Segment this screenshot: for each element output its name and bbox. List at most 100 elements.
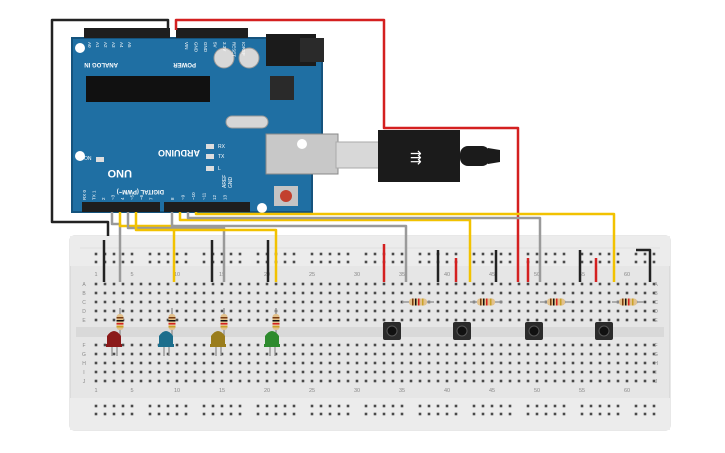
hole — [616, 404, 620, 408]
hole — [274, 361, 278, 365]
hole — [112, 404, 116, 408]
push-button[interactable] — [383, 322, 401, 340]
hole — [634, 370, 638, 374]
hole — [112, 282, 116, 286]
hole — [445, 352, 449, 356]
hole — [517, 370, 521, 374]
hole — [112, 252, 116, 256]
hole — [553, 260, 557, 264]
hole — [517, 379, 521, 383]
hole — [193, 309, 197, 313]
hole — [589, 379, 593, 383]
hole — [355, 352, 359, 356]
hole — [373, 370, 377, 374]
hole — [634, 252, 638, 256]
hole — [94, 291, 98, 295]
resistor — [402, 298, 434, 306]
hole — [184, 260, 188, 264]
hole — [463, 318, 467, 322]
hole — [535, 370, 539, 374]
hole — [463, 282, 467, 286]
header-pin-label: A0 — [87, 42, 92, 48]
hole — [499, 291, 503, 295]
gnd-label: GND — [228, 177, 234, 189]
analog-in-label: ANALOG IN — [84, 61, 118, 67]
hole — [463, 291, 467, 295]
hole — [445, 282, 449, 286]
hole — [589, 404, 593, 408]
hole — [184, 318, 188, 322]
hole — [175, 352, 179, 356]
hole — [319, 352, 323, 356]
resistor — [612, 298, 644, 306]
hole — [607, 291, 611, 295]
hole — [472, 282, 476, 286]
usb-symbol-icon: ⇶ — [410, 149, 422, 165]
hole — [193, 370, 197, 374]
hole — [544, 282, 548, 286]
hole — [202, 412, 206, 416]
push-button[interactable] — [525, 322, 543, 340]
hole — [94, 300, 98, 304]
digital-pin-label: 8 — [170, 197, 175, 200]
led-yellow — [210, 331, 226, 356]
hole — [463, 370, 467, 374]
hole — [274, 291, 278, 295]
hole — [130, 379, 134, 383]
hole — [463, 343, 467, 347]
hole — [157, 412, 161, 416]
hole — [130, 300, 134, 304]
hole — [364, 282, 368, 286]
hole — [175, 361, 179, 365]
push-button[interactable] — [595, 322, 613, 340]
hole — [166, 404, 170, 408]
column-number: 60 — [624, 272, 630, 278]
hole — [355, 309, 359, 313]
push-button[interactable] — [453, 322, 471, 340]
hole — [400, 404, 404, 408]
hole — [139, 318, 143, 322]
hole — [175, 252, 179, 256]
hole — [598, 252, 602, 256]
hole — [346, 404, 350, 408]
hole — [247, 370, 251, 374]
breadboard-column-numbers: 1155101015152020252530303535404045455050… — [94, 272, 630, 394]
column-number: 55 — [579, 388, 585, 394]
hole — [148, 291, 152, 295]
hole — [211, 404, 215, 408]
hole — [373, 252, 377, 256]
hole — [400, 318, 404, 322]
hole — [535, 282, 539, 286]
hole — [589, 318, 593, 322]
hole — [553, 343, 557, 347]
hole — [598, 361, 602, 365]
reset-button[interactable] — [280, 190, 292, 202]
hole — [391, 361, 395, 365]
hole — [319, 282, 323, 286]
hole — [328, 412, 332, 416]
hole — [157, 318, 161, 322]
hole — [607, 361, 611, 365]
hole — [499, 404, 503, 408]
hole — [211, 379, 215, 383]
hole — [103, 282, 107, 286]
usb-cable: ⇶ — [335, 130, 500, 182]
hole — [121, 252, 125, 256]
hole — [589, 300, 593, 304]
hole — [310, 282, 314, 286]
hole — [418, 412, 422, 416]
hole — [94, 318, 98, 322]
hole — [436, 412, 440, 416]
hole — [256, 252, 260, 256]
hole — [544, 352, 548, 356]
hole — [184, 252, 188, 256]
hole — [499, 309, 503, 313]
hole — [652, 361, 656, 365]
hole — [418, 343, 422, 347]
led-blue — [158, 331, 174, 356]
hole — [112, 309, 116, 313]
hole — [229, 291, 233, 295]
hole — [202, 379, 206, 383]
hole — [652, 370, 656, 374]
wire-led-1 — [110, 212, 122, 282]
